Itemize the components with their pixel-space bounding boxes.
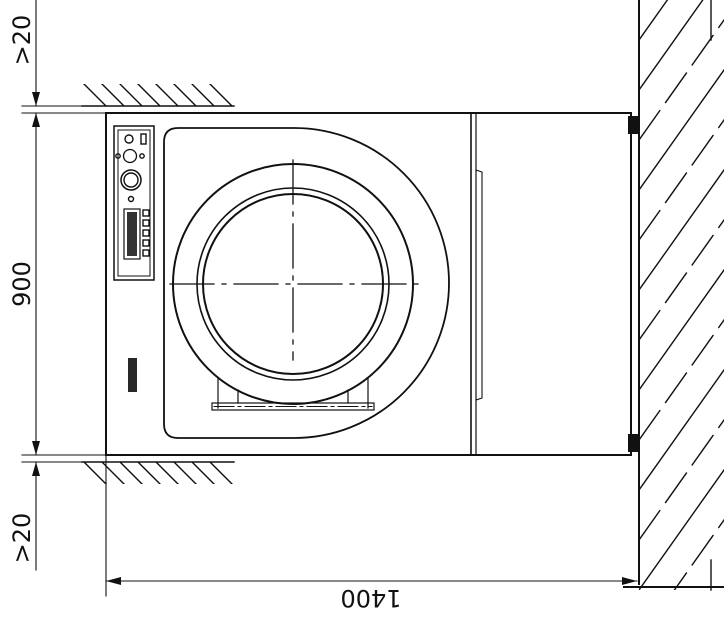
width-dimension-line — [105, 577, 638, 585]
lint-filter — [211, 377, 375, 411]
wall-hatching — [639, 0, 724, 590]
bottom-clearance-hatch — [81, 461, 235, 484]
width-label: 1400 — [340, 584, 401, 612]
centerlines — [169, 159, 419, 361]
bottom-clearance-label: >20 — [8, 513, 36, 564]
extension-lines — [21, 105, 107, 597]
vertical-dimension-lines — [32, 0, 40, 571]
height-label: 900 — [8, 261, 36, 307]
top-clearance-hatch — [81, 84, 235, 107]
top-clearance-label: >20 — [8, 15, 36, 66]
door-glass — [202, 193, 384, 375]
door-panel — [163, 127, 450, 439]
control-panel — [113, 125, 155, 281]
dryer-machine — [105, 112, 638, 456]
wall-bracket-bottom — [628, 434, 638, 452]
wall — [623, 0, 724, 591]
brand-logo — [128, 358, 137, 392]
wall-bracket-top — [628, 116, 638, 134]
